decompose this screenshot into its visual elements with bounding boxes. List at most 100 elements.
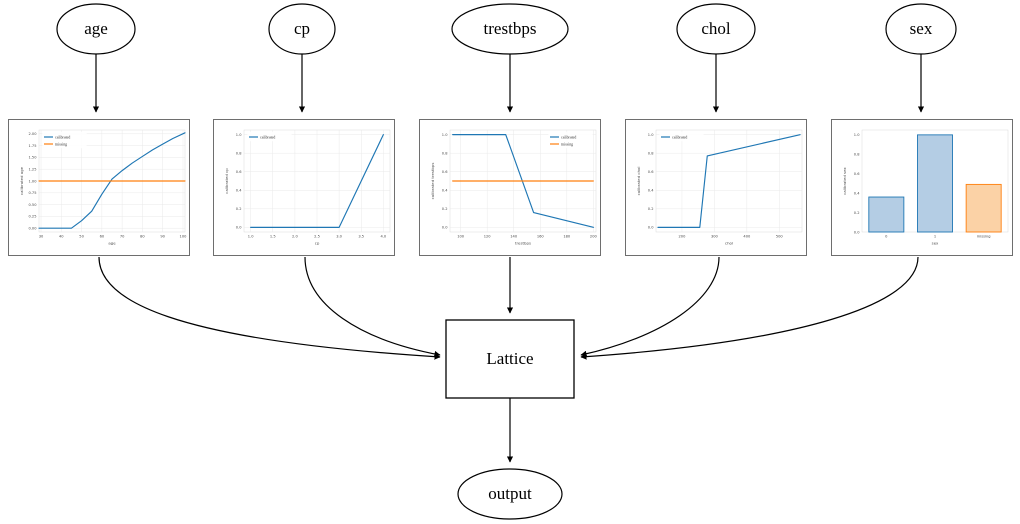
svg-text:1: 1: [934, 235, 936, 239]
svg-text:0.4: 0.4: [236, 189, 242, 193]
svg-text:60: 60: [100, 235, 105, 239]
svg-text:1.00: 1.00: [28, 179, 37, 183]
svg-text:400: 400: [743, 235, 751, 239]
svg-text:100: 100: [180, 235, 188, 239]
node-output[interactable]: output: [457, 468, 563, 520]
svg-text:0.2: 0.2: [236, 207, 242, 211]
svg-text:calibrated: calibrated: [561, 135, 576, 139]
svg-text:0.8: 0.8: [236, 151, 242, 155]
svg-text:0.8: 0.8: [648, 151, 654, 155]
svg-text:0.0: 0.0: [854, 230, 860, 234]
node-age[interactable]: age: [56, 3, 136, 55]
svg-text:2.5: 2.5: [314, 235, 320, 239]
chart-age: 0.00 0.25 0.50 0.75 1.00 1.25 1.50 1.75 2.00 30 40…: [19, 129, 188, 246]
svg-text:1.0: 1.0: [236, 133, 242, 137]
chart-panel-chol[interactable]: 0.0 0.2 0.4 0.6 0.8 1.0 200 300 400 500 chol calibr…: [625, 119, 807, 256]
node-output-label: output: [488, 484, 532, 503]
svg-text:calibrated chol: calibrated chol: [636, 167, 641, 196]
svg-text:cp: cp: [315, 241, 320, 246]
svg-text:160: 160: [537, 235, 545, 239]
svg-text:missing: missing: [561, 142, 573, 146]
svg-text:0.6: 0.6: [442, 170, 448, 174]
node-chol-label: chol: [701, 19, 731, 38]
svg-text:1.5: 1.5: [270, 235, 276, 239]
svg-text:1.0: 1.0: [248, 235, 254, 239]
svg-text:40: 40: [59, 235, 64, 239]
svg-text:70: 70: [120, 235, 125, 239]
svg-text:0.50: 0.50: [28, 203, 37, 207]
svg-text:1.25: 1.25: [28, 167, 36, 171]
feature-nodes: age cp trestbps chol sex: [56, 3, 957, 55]
svg-text:calibrated trestbps: calibrated trestbps: [430, 163, 435, 200]
svg-text:300: 300: [711, 235, 719, 239]
svg-text:calibrated: calibrated: [260, 135, 275, 139]
node-sex[interactable]: sex: [885, 3, 957, 55]
svg-text:120: 120: [484, 235, 492, 239]
chart-chol: 0.0 0.2 0.4 0.6 0.8 1.0 200 300 400 500 chol calibr…: [636, 129, 803, 246]
svg-text:0.25: 0.25: [28, 215, 36, 219]
node-age-label: age: [84, 19, 108, 38]
svg-text:1.0: 1.0: [854, 133, 860, 137]
svg-text:1.0: 1.0: [648, 133, 654, 137]
svg-text:0.4: 0.4: [442, 189, 448, 193]
svg-text:0.6: 0.6: [236, 170, 242, 174]
svg-text:50: 50: [79, 235, 84, 239]
svg-text:chol: chol: [725, 241, 733, 246]
svg-text:90: 90: [160, 235, 165, 239]
svg-text:1.75: 1.75: [28, 144, 36, 148]
svg-text:0.75: 0.75: [28, 191, 36, 195]
svg-text:3.5: 3.5: [358, 235, 364, 239]
svg-text:200: 200: [679, 235, 687, 239]
svg-text:100: 100: [457, 235, 465, 239]
svg-text:0.0: 0.0: [236, 226, 242, 230]
node-cp-label: cp: [294, 19, 310, 38]
chart-to-lattice-arrows: [98, 256, 919, 360]
svg-text:age: age: [108, 241, 116, 246]
svg-text:0.8: 0.8: [442, 151, 448, 155]
svg-text:0.6: 0.6: [648, 170, 654, 174]
svg-text:missing: missing: [977, 235, 991, 239]
svg-text:0.00: 0.00: [28, 227, 37, 231]
chart-panel-age[interactable]: 0.00 0.25 0.50 0.75 1.00 1.25 1.50 1.75 2.00 30 40…: [8, 119, 190, 256]
svg-text:calibrated: calibrated: [55, 135, 70, 139]
svg-text:trestbps: trestbps: [515, 241, 531, 246]
node-cp[interactable]: cp: [268, 3, 336, 55]
svg-text:30: 30: [39, 235, 44, 239]
node-trestbps-label: trestbps: [484, 19, 537, 38]
node-chol[interactable]: chol: [676, 3, 756, 55]
svg-text:80: 80: [140, 235, 145, 239]
svg-text:0: 0: [885, 235, 888, 239]
svg-text:0.8: 0.8: [854, 153, 860, 157]
svg-text:0.6: 0.6: [854, 172, 860, 176]
svg-text:180: 180: [563, 235, 571, 239]
svg-text:calibrated age: calibrated age: [19, 166, 24, 195]
svg-text:2.00: 2.00: [28, 132, 37, 136]
svg-text:1.0: 1.0: [442, 133, 448, 137]
svg-text:0.0: 0.0: [442, 226, 448, 230]
svg-text:calibrated sex: calibrated sex: [842, 167, 847, 195]
svg-text:1.50: 1.50: [28, 156, 37, 160]
node-trestbps[interactable]: trestbps: [451, 3, 569, 55]
node-sex-label: sex: [910, 19, 933, 38]
svg-text:0.4: 0.4: [648, 189, 654, 193]
svg-text:sex: sex: [932, 241, 939, 246]
svg-text:4.0: 4.0: [381, 235, 387, 239]
svg-text:calibrated: calibrated: [672, 135, 687, 139]
node-lattice-label: Lattice: [486, 349, 533, 368]
svg-text:0.2: 0.2: [648, 207, 654, 211]
node-lattice[interactable]: Lattice: [445, 319, 575, 399]
svg-text:500: 500: [776, 235, 784, 239]
svg-text:calibrated cp: calibrated cp: [224, 168, 229, 194]
svg-text:3.0: 3.0: [336, 235, 342, 239]
svg-text:140: 140: [510, 235, 518, 239]
svg-text:200: 200: [590, 235, 598, 239]
svg-text:0.0: 0.0: [648, 226, 654, 230]
